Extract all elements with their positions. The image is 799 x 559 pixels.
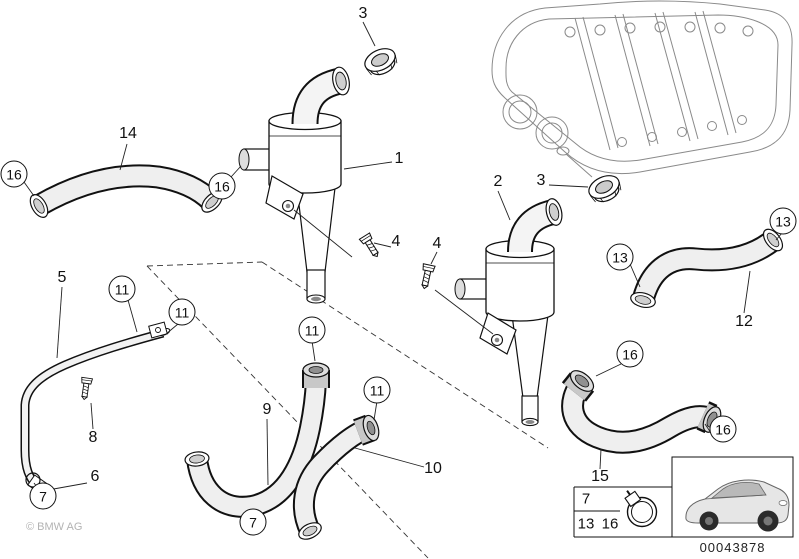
- legend-key-13[interactable]: 13: [577, 515, 595, 533]
- callout-16-hose15-right[interactable]: 16: [709, 415, 737, 443]
- grommet-3-top: [360, 43, 402, 81]
- legend-key-7[interactable]: 7: [581, 490, 591, 508]
- callout-7-left[interactable]: 7: [29, 482, 57, 510]
- callout-6[interactable]: 6: [90, 468, 100, 485]
- callout-11-a[interactable]: 11: [108, 275, 136, 303]
- callout-15[interactable]: 15: [591, 468, 609, 485]
- screw-4-right: [417, 263, 436, 291]
- separator-2: [454, 198, 563, 427]
- callout-10[interactable]: 10: [424, 460, 442, 477]
- construction-lines: [146, 261, 549, 559]
- callout-4-right[interactable]: 4: [432, 235, 442, 252]
- callout-1[interactable]: 1: [394, 150, 404, 167]
- hose-clamp-icon: [624, 490, 658, 528]
- callout-16-hose15-left[interactable]: 16: [616, 340, 644, 368]
- callout-5[interactable]: 5: [57, 269, 67, 286]
- hose-10: [292, 414, 380, 540]
- callout-16-hose14-left[interactable]: 16: [0, 160, 28, 188]
- callout-13-left[interactable]: 13: [606, 243, 634, 271]
- copyright-watermark: © BMW AG: [26, 521, 83, 533]
- intake-manifold: [491, 0, 793, 178]
- callout-9[interactable]: 9: [262, 401, 272, 418]
- callout-3-right[interactable]: 3: [536, 172, 546, 189]
- legend-key-16[interactable]: 16: [601, 515, 619, 533]
- callout-8[interactable]: 8: [88, 429, 98, 446]
- callout-4-left[interactable]: 4: [391, 233, 401, 250]
- callout-13-right[interactable]: 13: [769, 207, 797, 235]
- callout-12[interactable]: 12: [735, 313, 753, 330]
- screw-4-left: [358, 232, 383, 261]
- callout-16-hose14-right[interactable]: 16: [208, 172, 236, 200]
- separator-1: [238, 66, 350, 304]
- callout-11-c[interactable]: 11: [298, 316, 326, 344]
- hose-14: [29, 164, 223, 218]
- hose-12: [630, 228, 784, 309]
- callout-11-d[interactable]: 11: [363, 376, 391, 404]
- callout-14[interactable]: 14: [119, 125, 137, 142]
- callout-7-bottom[interactable]: 7: [239, 508, 267, 536]
- hose-9: [184, 362, 330, 518]
- hose-15: [561, 370, 722, 454]
- callout-11-b[interactable]: 11: [168, 298, 196, 326]
- callout-3-top[interactable]: 3: [358, 5, 368, 22]
- callout-2[interactable]: 2: [493, 173, 503, 190]
- car-thumbnail: [685, 479, 790, 532]
- screw-8: [78, 376, 93, 401]
- part-number: 00043878: [699, 540, 766, 555]
- leader-lines: [23, 21, 783, 491]
